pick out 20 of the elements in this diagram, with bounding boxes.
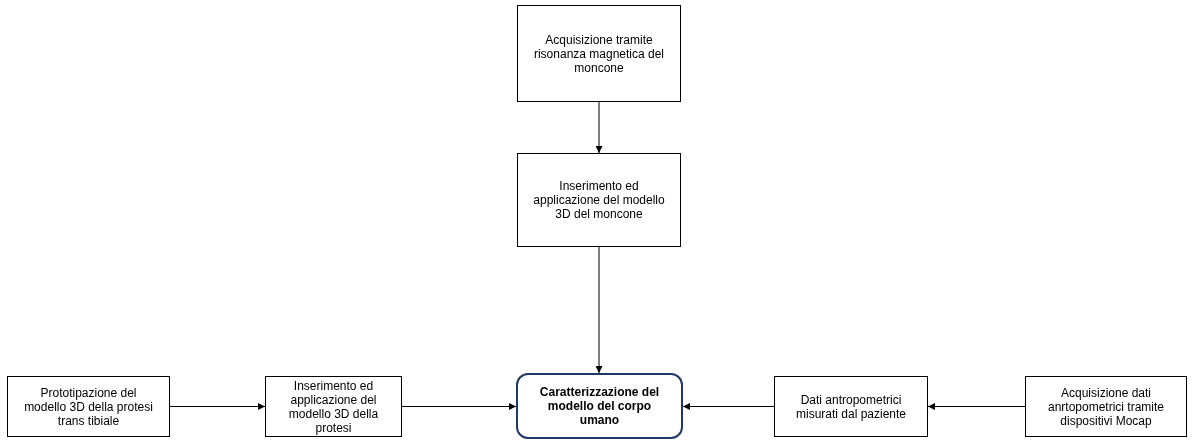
process-box — [774, 376, 928, 437]
arrow — [927, 403, 1026, 410]
box-text: Acquisizione tramite risonanza magnetica del moncone — [532, 32, 666, 75]
process-box — [1025, 376, 1187, 437]
arrow — [682, 403, 775, 410]
arrow — [401, 403, 517, 410]
box-text: Caratterizzazione del modello del corpo umano — [538, 385, 661, 427]
process-box — [517, 153, 681, 247]
arrow — [169, 403, 266, 410]
process-box — [265, 376, 402, 437]
box-text: Prototipazione del modello 3D della protesi trans tibiale — [23, 385, 154, 428]
process-box — [517, 5, 681, 102]
arrow — [595, 246, 603, 374]
box-text: Acquisizione dati anrtopometrici tramite dispositivi Mocap — [1046, 385, 1165, 428]
box-text: Dati antropometrici misurati dal paziente — [794, 392, 908, 421]
arrow — [595, 101, 603, 154]
process-box — [7, 376, 170, 437]
central-process-box — [516, 373, 683, 439]
box-text: Inserimento ed applicazione del modello 3D del moncone — [532, 179, 666, 221]
box-text: Inserimento ed applicazione del modello 3D della protesi — [287, 378, 380, 435]
